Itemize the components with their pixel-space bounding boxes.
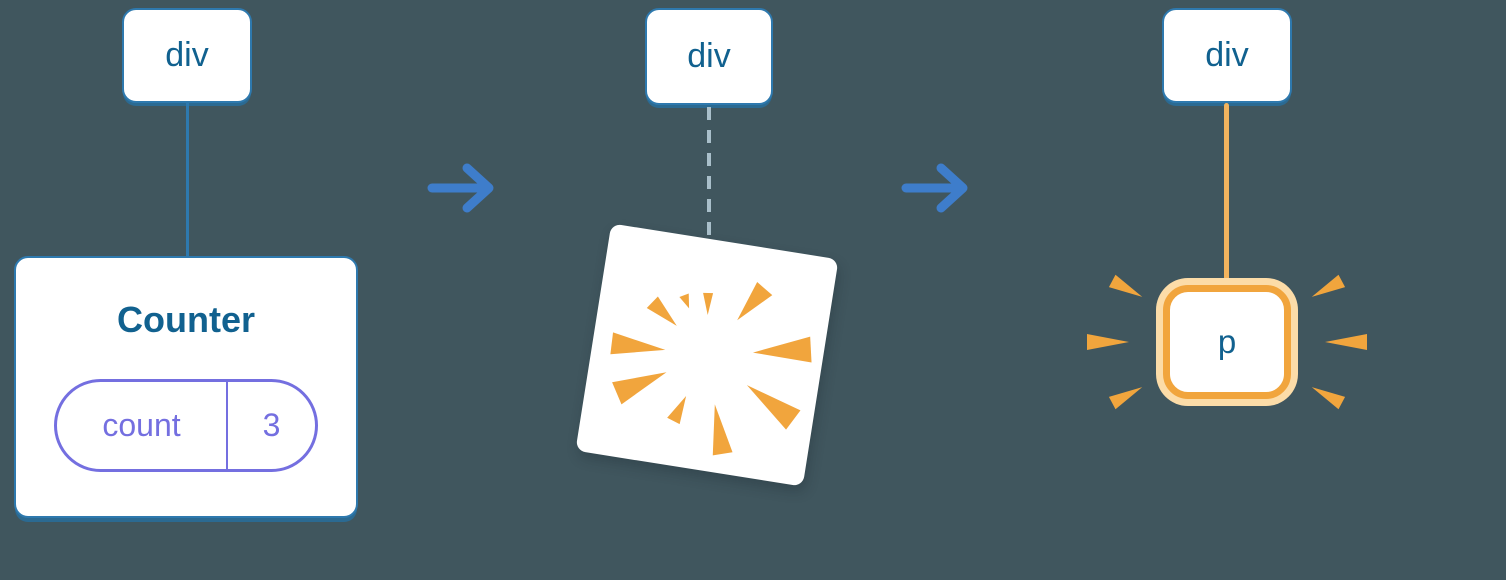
state-key-label: count <box>57 382 228 469</box>
connector-orange-line <box>1224 103 1229 289</box>
div-node-label: div <box>687 37 731 75</box>
sparkle-icon <box>1087 274 1367 410</box>
div-node-during: div <box>645 8 773 105</box>
div-node-label: div <box>165 36 209 74</box>
p-node: p <box>1163 285 1291 399</box>
component-title: Counter <box>117 299 255 340</box>
burst-sparks-icon <box>610 282 812 456</box>
state-pill: count 3 <box>54 379 318 472</box>
state-value-label: 3 <box>262 407 281 443</box>
new-element-glow: p <box>1156 278 1298 406</box>
div-node-label: div <box>1205 36 1249 74</box>
div-node-after: div <box>1162 8 1292 103</box>
div-node-before: div <box>122 8 252 103</box>
connector-line-before <box>186 103 189 256</box>
counter-component-card: Counter count 3 <box>14 256 358 518</box>
arrow-right-icon <box>427 163 494 213</box>
destroyed-component-card <box>575 223 839 487</box>
connector-dashed-line <box>707 107 711 237</box>
arrow-right-icon <box>901 163 968 213</box>
p-node-label: p <box>1217 323 1237 360</box>
